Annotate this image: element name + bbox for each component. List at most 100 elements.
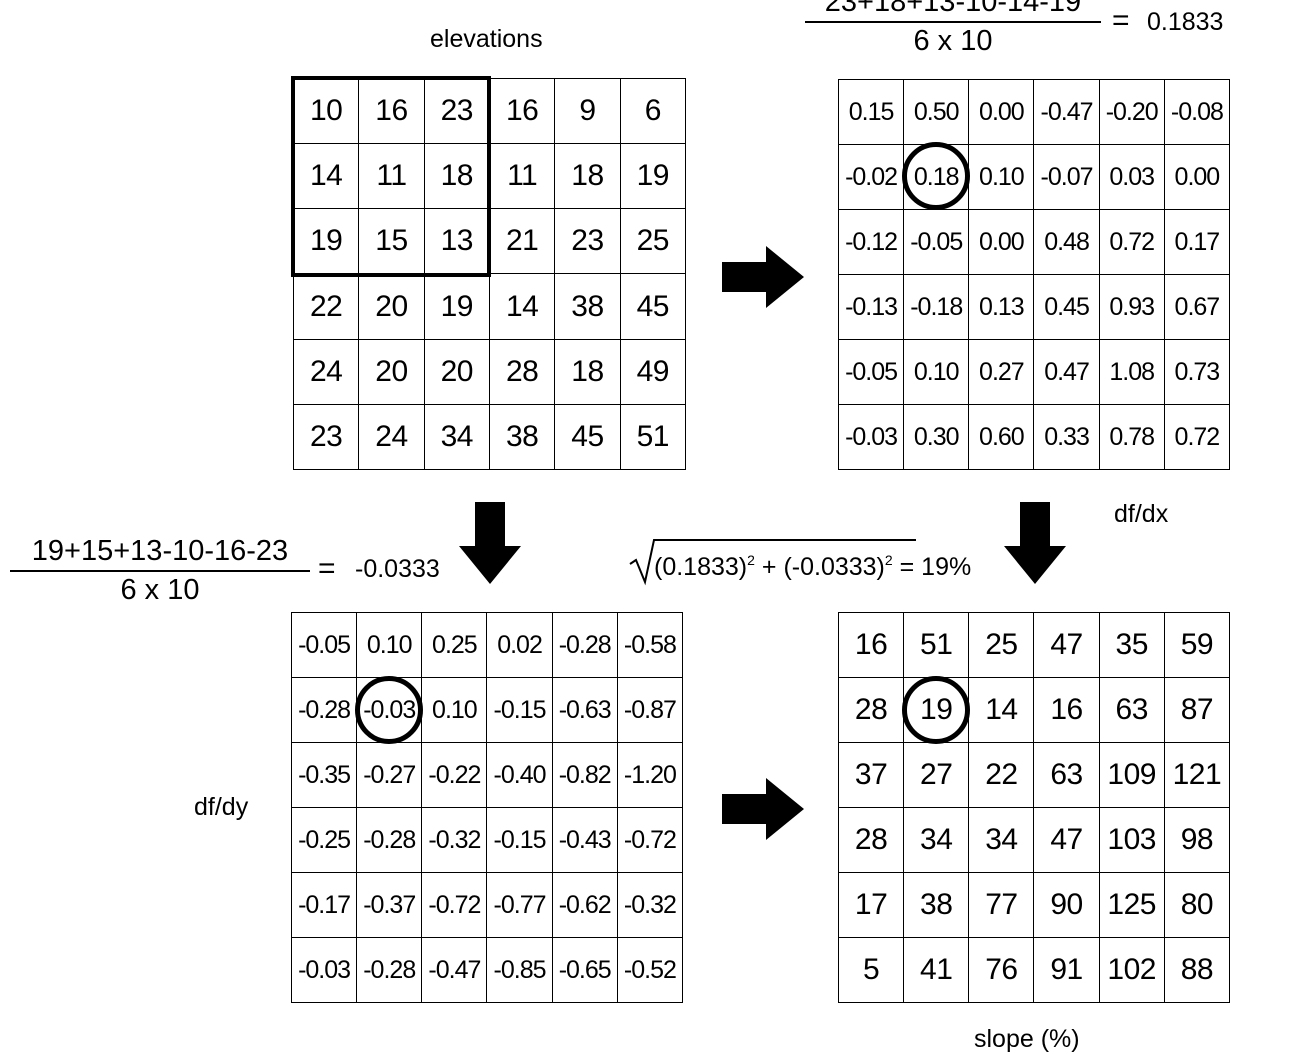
- dfdy-cell: -0.85: [486, 937, 553, 1003]
- elevations-cell: 49: [619, 338, 687, 405]
- elevations-cell: 38: [554, 273, 621, 340]
- slope-cell: 5: [837, 937, 905, 1003]
- elevations-cell: 24: [358, 403, 425, 471]
- dfdx-cell: 0.72: [1098, 209, 1165, 275]
- elevations-cell: 20: [358, 338, 425, 405]
- dfdy-cell: -0.28: [290, 677, 358, 743]
- slope-cell: 91: [1033, 937, 1100, 1003]
- elevations-cell: 45: [554, 403, 621, 471]
- slope-plus: +: [761, 553, 777, 581]
- dfdx-cell: 0.03: [1098, 144, 1165, 210]
- slope-label: slope (%): [974, 1025, 1080, 1053]
- arrow-right-bottom-icon: [722, 778, 804, 840]
- dfdy-cell: -0.15: [486, 677, 553, 743]
- dfdy-row: -0.25-0.28-0.32-0.15-0.43-0.72: [290, 807, 684, 873]
- dfdy-cell: -0.32: [421, 807, 488, 873]
- dfdy-cell: -0.32: [616, 872, 684, 938]
- dfdx-cell: 0.67: [1163, 274, 1231, 340]
- dfdy-cell: -0.82: [551, 742, 618, 808]
- dfdx-cell: 0.13: [968, 274, 1035, 340]
- dfdy-cell: -0.77: [486, 872, 553, 938]
- elevations-cell: 6: [619, 77, 687, 145]
- elevations-cell: 15: [358, 208, 425, 275]
- elevations-cell: 19: [423, 273, 490, 340]
- dfdy-cell: 0.10: [356, 612, 423, 678]
- elevations-cell: 23: [292, 403, 360, 471]
- dfdy-cell: -0.43: [551, 807, 618, 873]
- elevations-cell: 22: [292, 273, 360, 340]
- dfdx-cell: 0.47: [1033, 339, 1100, 405]
- elevations-cell: 16: [488, 77, 556, 145]
- dfdy-cell: -0.15: [486, 807, 553, 873]
- elevations-cell: 18: [554, 143, 621, 210]
- dfdy-cell: -0.72: [616, 807, 684, 873]
- slope-cell: 59: [1163, 612, 1231, 678]
- slope-cell: 28: [837, 677, 905, 743]
- dfdy-cell: 0.10: [421, 677, 488, 743]
- slope-cell: 125: [1098, 872, 1165, 938]
- dfdx-cell: -0.05: [837, 339, 905, 405]
- slope-cell: 76: [968, 937, 1035, 1003]
- dfdx-cell: 0.10: [968, 144, 1035, 210]
- elevations-cell: 13: [423, 208, 490, 275]
- slope-cell: 63: [1098, 677, 1165, 743]
- dx-result: 0.1833: [1147, 8, 1224, 36]
- elevations-cell: 23: [423, 77, 490, 145]
- dfdx-cell: 0.17: [1163, 209, 1231, 275]
- dx-fraction: 23+18+13-10-14-19 6 x 10: [805, 0, 1101, 56]
- arrow-down-right-icon: [1004, 502, 1066, 584]
- dfdx-cell: 0.93: [1098, 274, 1165, 340]
- slope-cell: 28: [837, 807, 905, 873]
- elevations-cell: 20: [423, 338, 490, 405]
- dfdy-cell: -0.87: [616, 677, 684, 743]
- dfdx-cell: -0.03: [837, 404, 905, 470]
- dfdy-cell: 0.02: [486, 612, 553, 678]
- dfdy-cell: -0.62: [551, 872, 618, 938]
- dfdx-cell: 0.78: [1098, 404, 1165, 470]
- slope-cell: 41: [903, 937, 970, 1003]
- elevations-cell: 11: [488, 143, 556, 210]
- slope-term2: (-0.0333): [783, 553, 885, 581]
- dfdy-cell: -0.35: [290, 742, 358, 808]
- dfdy-cell: -0.27: [356, 742, 423, 808]
- dfdx-cell: -0.47: [1033, 79, 1100, 145]
- dfdx-cell: 1.08: [1098, 339, 1165, 405]
- dfdx-cell: 0.73: [1163, 339, 1231, 405]
- dfdy-cell: -0.72: [421, 872, 488, 938]
- dfdy-cell: -0.47: [421, 937, 488, 1003]
- dfdx-cell: 0.60: [968, 404, 1035, 470]
- dfdx-cell: 0.48: [1033, 209, 1100, 275]
- slope-result: = 19%: [899, 553, 972, 581]
- dfdx-cell: 0.00: [1163, 144, 1231, 210]
- slope-cell: 38: [903, 872, 970, 938]
- slope-cell: 47: [1033, 612, 1100, 678]
- slope-cell: 109: [1098, 742, 1165, 808]
- slope-cell: 90: [1033, 872, 1100, 938]
- slope-cell: 34: [968, 807, 1035, 873]
- dy-numerator: 19+15+13-10-16-23: [10, 537, 310, 572]
- elevations-cell: 45: [619, 273, 687, 340]
- dfdx-cell: 0.33: [1033, 404, 1100, 470]
- elevations-cell: 38: [488, 403, 556, 471]
- slope-cell: 35: [1098, 612, 1165, 678]
- elevations-cell: 19: [619, 143, 687, 210]
- slope-cell: 102: [1098, 937, 1165, 1003]
- dfdy-row: -0.35-0.27-0.22-0.40-0.82-1.20: [290, 742, 684, 808]
- dfdx-cell: 0.00: [968, 79, 1035, 145]
- elevations-cell: 9: [554, 77, 621, 145]
- slope-cell: 47: [1033, 807, 1100, 873]
- dfdx-cell: -0.02: [837, 144, 905, 210]
- dfdx-cell: -0.13: [837, 274, 905, 340]
- arrow-right-top-icon: [722, 246, 804, 308]
- dfdx-cell: 0.00: [968, 209, 1035, 275]
- dy-fraction: 19+15+13-10-16-23 6 x 10: [10, 537, 310, 605]
